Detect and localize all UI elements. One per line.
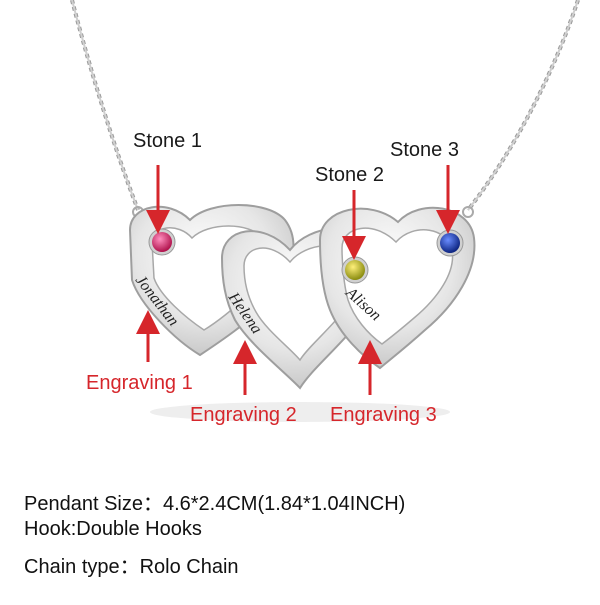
pendant-size-spec: Pendant Size：4.6*2.4CM(1.84*1.04INCH)	[24, 493, 406, 515]
stone-3-gem	[436, 229, 464, 257]
engraving-1-label: Engraving 1	[86, 372, 193, 394]
engraving-3-label: Engraving 3	[330, 404, 437, 426]
chain-left	[70, 0, 140, 211]
hook-right	[462, 206, 474, 218]
stone-2-gem	[341, 256, 369, 284]
engraving-2-label: Engraving 2	[190, 404, 297, 426]
stone-1-label: Stone 1	[133, 130, 202, 152]
pendant-shadow	[150, 402, 450, 422]
chain-right	[466, 0, 580, 212]
stone-3-label: Stone 3	[390, 139, 459, 161]
stone-2-label: Stone 2	[315, 164, 384, 186]
hook-spec: Hook:Double Hooks	[24, 518, 202, 540]
stone-1-gem	[148, 228, 176, 256]
chain-type-spec: Chain type：Rolo Chain	[24, 556, 239, 578]
